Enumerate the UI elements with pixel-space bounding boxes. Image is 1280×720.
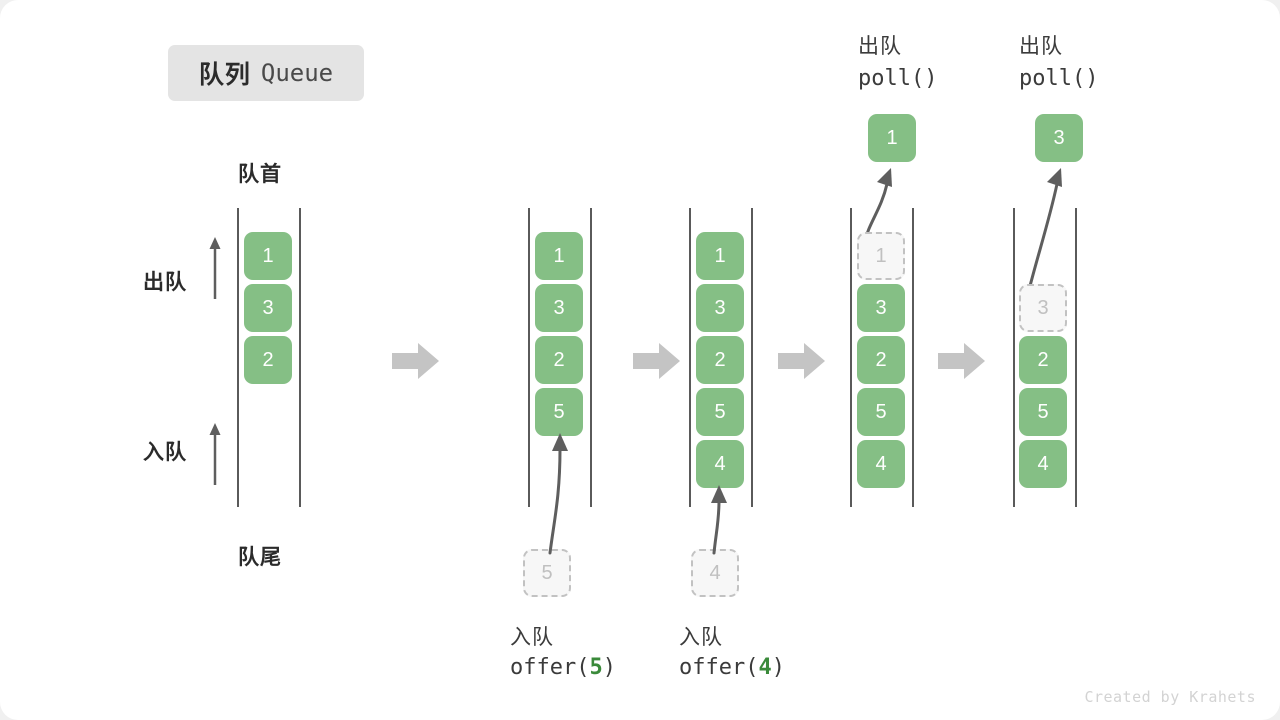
title-cn: 队列	[198, 61, 251, 89]
queue-cell: 5	[857, 388, 905, 436]
stage-offer4-label-code: offer(4)	[679, 655, 785, 680]
enqueue-curve-arrow	[711, 485, 727, 555]
diagram-title-badge: 队列 Queue	[168, 45, 364, 101]
title-en: Queue	[260, 59, 334, 87]
ghost-cell: 3	[1019, 284, 1067, 332]
stage-poll3-rail-left	[1013, 208, 1015, 507]
enqueue-legend-label: 入队	[143, 441, 187, 464]
stage-offer4-rail-right	[751, 208, 753, 507]
stage-offer4-label-cn: 入队	[679, 626, 723, 649]
stage-poll1-rail-left	[850, 208, 852, 507]
flow-arrow-icon	[778, 343, 825, 379]
stage-offer5-rail-right	[590, 208, 592, 507]
stage-initial-rail-right	[299, 208, 301, 507]
code-value: 4	[758, 655, 772, 680]
flow-arrow-icon	[392, 343, 439, 379]
ghost-cell: 1	[857, 232, 905, 280]
queue-cell: 3	[535, 284, 583, 332]
stage-offer5-label-cn: 入队	[510, 626, 554, 649]
stage-poll1-label-cn: 出队	[858, 35, 902, 58]
stage-offer4-rail-left	[689, 208, 691, 507]
stage-poll1-rail-right	[912, 208, 914, 507]
flow-arrow-icon	[938, 343, 985, 379]
queue-cell-new: 4	[696, 440, 744, 488]
stage-offer5-label-code: offer(5)	[510, 655, 616, 680]
dequeue-direction-arrow	[209, 237, 221, 299]
queue-cell-new: 5	[535, 388, 583, 436]
queue-cell: 3	[857, 284, 905, 332]
queue-cell: 2	[696, 336, 744, 384]
enqueue-curve-arrow	[548, 433, 568, 555]
queue-cell: 2	[244, 336, 292, 384]
queue-cell: 5	[696, 388, 744, 436]
queue-cell: 3	[244, 284, 292, 332]
ghost-cell: 4	[691, 549, 739, 597]
code-prefix: offer(	[510, 655, 590, 680]
dequeue-legend-label: 出队	[143, 271, 187, 294]
stage-offer5-rail-left	[528, 208, 530, 507]
enqueue-direction-arrow	[209, 423, 221, 485]
ghost-cell: 5	[523, 549, 571, 597]
queue-cell: 4	[857, 440, 905, 488]
queue-cell: 4	[1019, 440, 1067, 488]
queue-tail-label: 队尾	[238, 546, 282, 569]
queue-cell: 2	[535, 336, 583, 384]
queue-head-label: 队首	[238, 163, 282, 186]
flow-arrow-icon	[633, 343, 680, 379]
polled-result-cell: 3	[1035, 114, 1083, 162]
stage-poll3-label-cn: 出队	[1019, 35, 1063, 58]
credit-label: Created by Krahets	[1084, 688, 1256, 706]
queue-cell: 2	[857, 336, 905, 384]
code-prefix: offer(	[679, 655, 759, 680]
queue-cell: 1	[696, 232, 744, 280]
stage-poll1-label-code: poll()	[858, 66, 938, 91]
code-suffix: )	[771, 655, 785, 680]
stage-poll3-rail-right	[1075, 208, 1077, 507]
queue-cell: 1	[535, 232, 583, 280]
stage-initial-rail-left	[237, 208, 239, 507]
queue-cell: 3	[696, 284, 744, 332]
polled-result-cell: 1	[868, 114, 916, 162]
code-suffix: )	[602, 655, 616, 680]
stage-poll3-label-code: poll()	[1019, 66, 1099, 91]
queue-cell: 5	[1019, 388, 1067, 436]
code-value: 5	[589, 655, 603, 680]
queue-cell: 2	[1019, 336, 1067, 384]
queue-cell: 1	[244, 232, 292, 280]
